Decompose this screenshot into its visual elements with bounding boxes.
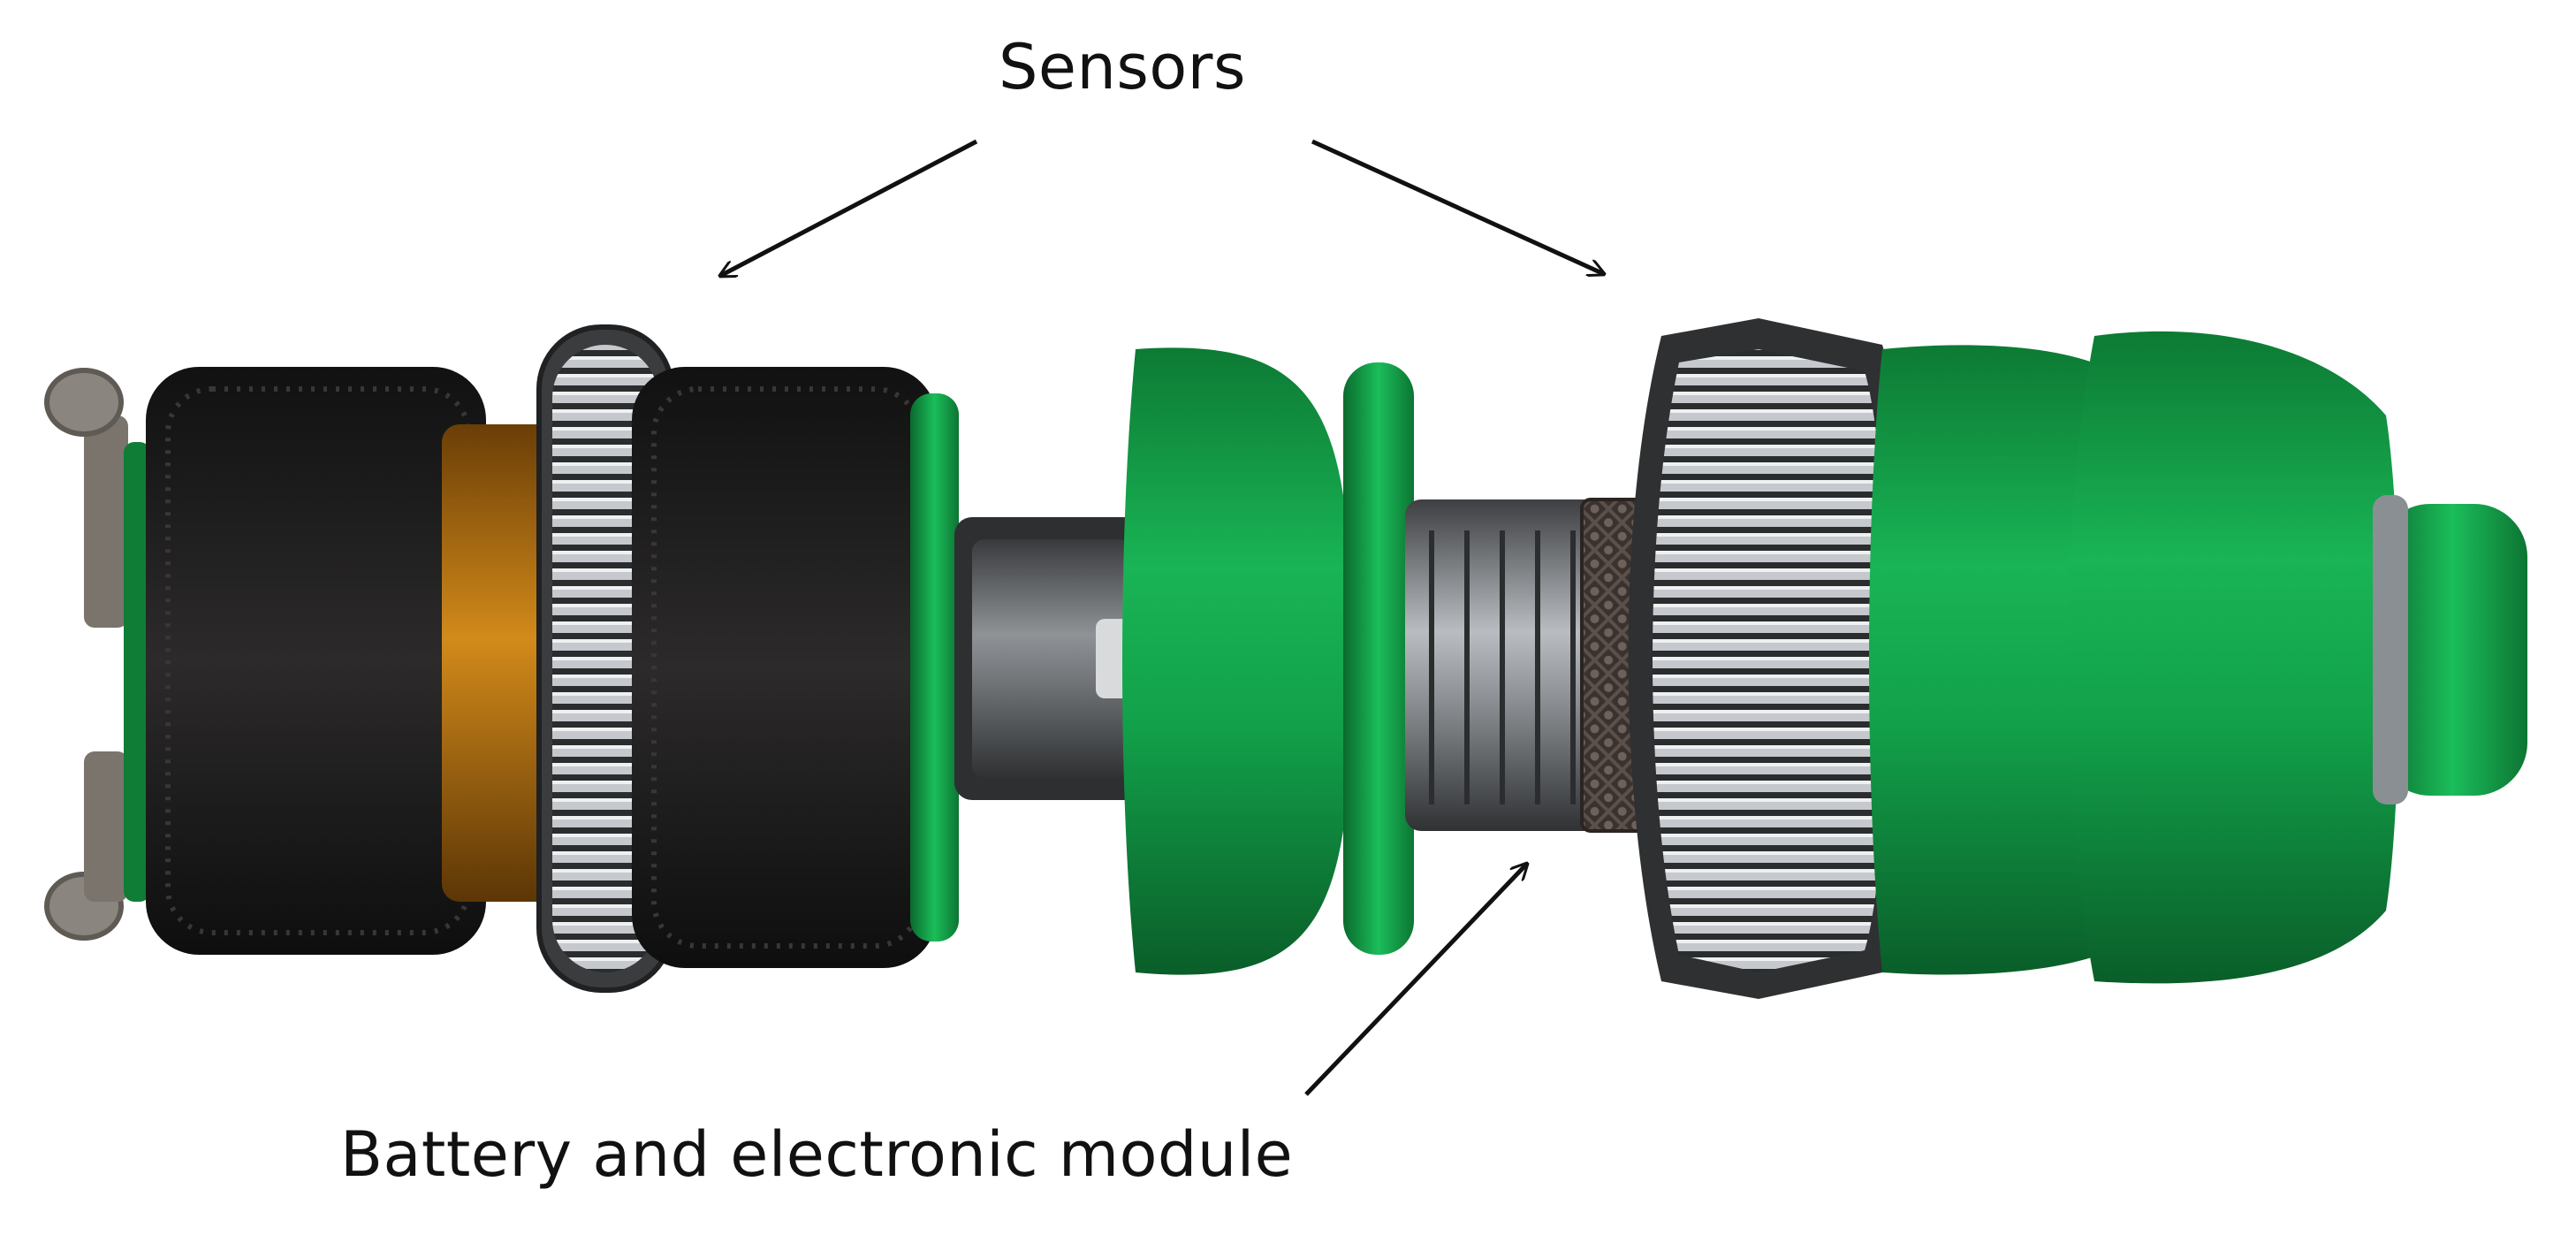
front-wheel-assembly xyxy=(44,368,150,941)
sensor-ring-rear xyxy=(1628,318,1909,999)
green-disc xyxy=(1343,362,1414,955)
green-cup-rear-2 xyxy=(2068,331,2399,984)
brush-cup-front xyxy=(146,367,486,955)
battery-module-label: Battery and electronic module xyxy=(340,1118,1294,1191)
arrow-battery-module xyxy=(1304,864,1527,1096)
rear-cap-ring xyxy=(2373,495,2408,804)
green-cup-large xyxy=(1122,347,1352,975)
sensors-label: Sensors xyxy=(999,31,1246,103)
rear-cap xyxy=(2377,504,2527,796)
arrow-sensors-left xyxy=(720,139,978,276)
articulated-joint xyxy=(954,517,1149,800)
arrow-sensors-right xyxy=(1311,139,1604,274)
amber-band xyxy=(442,424,557,902)
brush-cup-middle xyxy=(632,367,959,968)
